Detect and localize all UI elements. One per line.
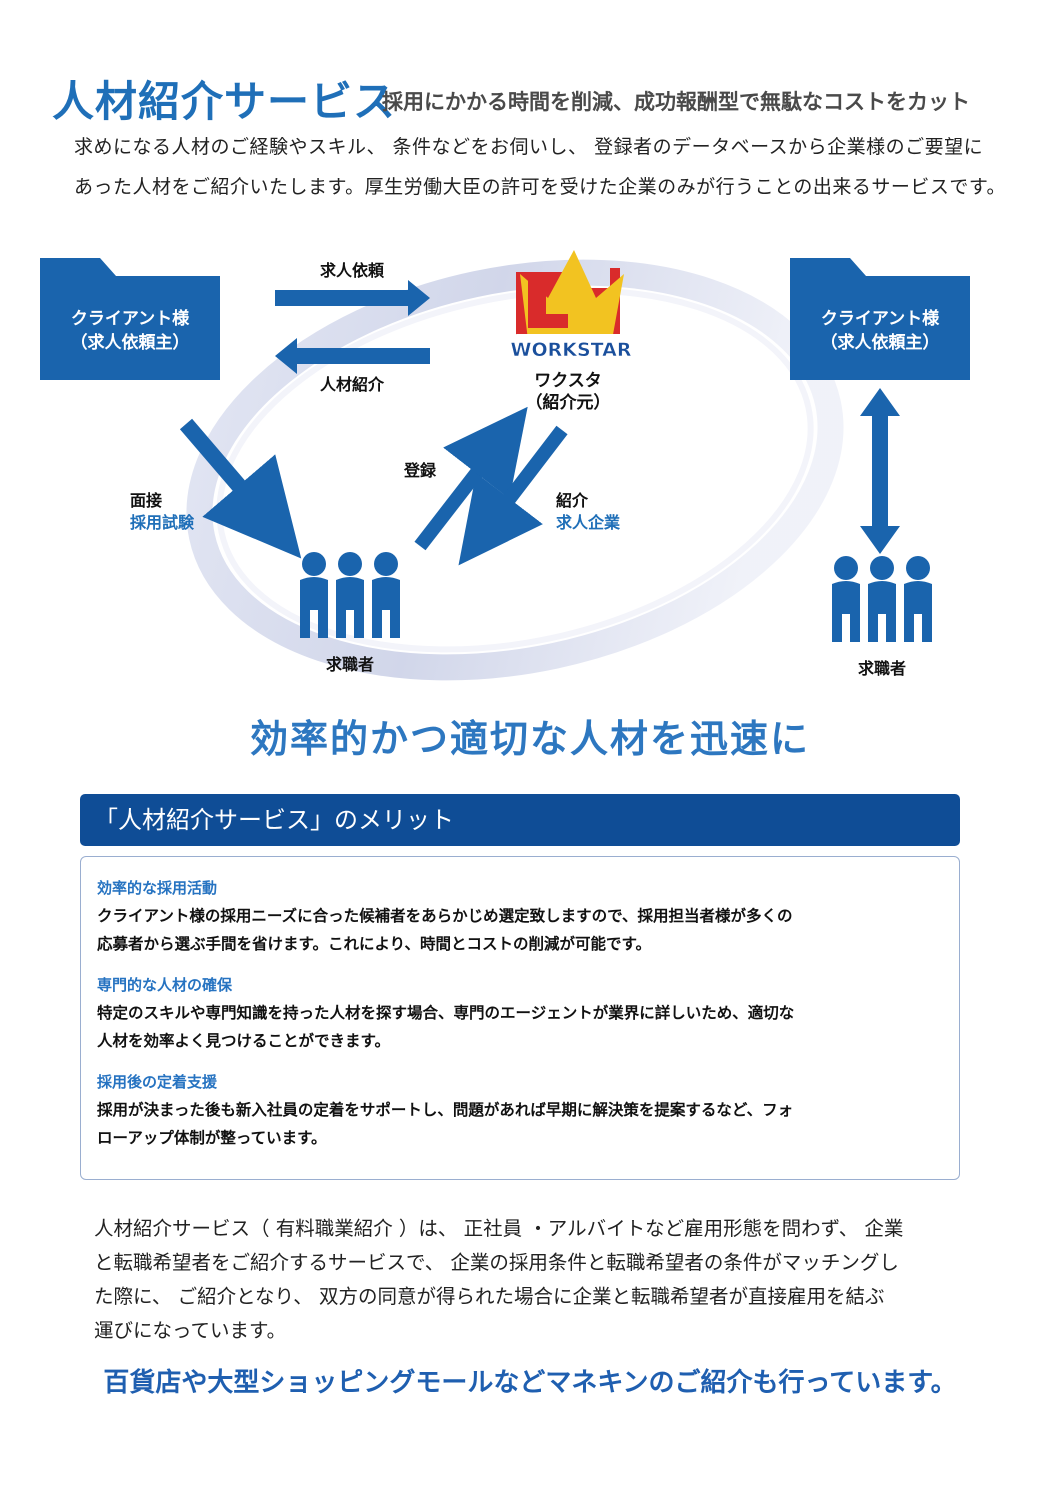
person-icon: [336, 552, 364, 638]
person-icon: [868, 556, 896, 642]
merits-box: 効率的な採用活動 クライアント様の採用ニーズに合った候補者をあらかじめ選定致しま…: [80, 856, 960, 1180]
intro-line-2: あった人材をご紹介いたします。厚生労働大臣の許可を受けた企業のみが行うことの出来…: [74, 176, 1007, 198]
closing-statement: 百貨店や大型ショッピングモールなどマネキンのご紹介も行っています。: [103, 1368, 957, 1398]
client-right-label-2: （求人依頼主）: [821, 332, 940, 353]
client-seeker-double-arrow: [860, 388, 900, 554]
person-icon: [832, 556, 860, 642]
outro-line: た際に、 ご紹介となり、 双方の同意が得られた場合に企業と転職希望者が直接雇用を…: [94, 1285, 885, 1308]
seeker-right-label: 求職者: [858, 659, 906, 678]
merit-body-line: ローアップ体制が整っています。: [97, 1129, 327, 1147]
outro-line: 運びになっています。: [94, 1319, 287, 1342]
introduction-arrow: [458, 425, 568, 566]
merit-body-line: 応募者から選ぶ手間を省けます。これにより、時間とコストの削減が可能です。: [97, 935, 651, 953]
merit-heading: 採用後の定着支援: [97, 1073, 218, 1091]
person-icon: [372, 552, 400, 638]
merit-item: 効率的な採用活動 クライアント様の採用ニーズに合った候補者をあらかじめ選定致しま…: [97, 877, 943, 958]
introduce-arrow: [275, 338, 430, 374]
workstar-logo: WORKSTAR: [510, 250, 632, 361]
introduce-arrow-label: 人材紹介: [320, 375, 385, 394]
client-left-label-1: クライアント様: [71, 308, 190, 329]
merit-heading: 効率的な採用活動: [97, 879, 218, 897]
workstar-label-2: （紹介元）: [526, 392, 611, 413]
merits-header: 「人材紹介サービス」のメリット: [80, 794, 960, 846]
request-arrow-label: 求人依頼: [320, 261, 385, 280]
client-box-right: クライアント様 （求人依頼主）: [790, 258, 970, 380]
interview-label-1: 面接: [130, 491, 162, 510]
page-title: 人材紹介サービス: [52, 77, 397, 126]
merit-item: 専門的な人材の確保 特定のスキルや専門知識を持った人材を探す場合、専門のエージェ…: [97, 974, 943, 1055]
seeker-left-label: 求職者: [326, 655, 374, 674]
intro-line-1: 求めになる人材のご経験やスキル、 条件などをお伺いし、 登録者のデータベースから…: [74, 136, 984, 158]
merit-heading: 専門的な人材の確保: [97, 976, 233, 994]
merit-body-line: クライアント様の採用ニーズに合った候補者をあらかじめ選定致しますので、採用担当者…: [97, 907, 793, 925]
merit-body-line: 採用が決まった後も新入社員の定着をサポートし、問題があれば早期に解決策を提案する…: [97, 1101, 794, 1119]
merit-item: 採用後の定着支援 採用が決まった後も新入社員の定着をサポートし、問題があれば早期…: [97, 1071, 943, 1152]
workstar-logo-text: WORKSTAR: [511, 339, 632, 361]
introduction-label-1: 紹介: [556, 491, 589, 510]
client-left-label-2: （求人依頼主）: [71, 332, 190, 353]
interview-label-2: 採用試験: [130, 513, 195, 532]
page-subtitle: 採用にかかる時間を削減、成功報酬型で無駄なコストをカット: [382, 90, 970, 114]
workstar-label-1: ワクスタ: [534, 371, 602, 391]
seeker-group-right: [832, 556, 932, 642]
outro-line: 人材紹介サービス（ 有料職業紹介 ）は、 正社員 ・アルバイトなど雇用形態を問わ…: [94, 1217, 904, 1240]
client-box-left: クライアント様 （求人依頼主）: [40, 258, 220, 380]
introduction-label-2: 求人企業: [556, 513, 621, 532]
outro-line: と転職希望者をご紹介するサービスで、 企業の採用条件と転職希望者の条件がマッチン…: [94, 1251, 899, 1274]
register-label: 登録: [403, 461, 437, 480]
request-arrow: [275, 280, 430, 316]
merit-body-line: 人材を効率よく見つけることができます。: [97, 1032, 390, 1050]
outro-paragraph: 人材紹介サービス（ 有料職業紹介 ）は、 正社員 ・アルバイトなど雇用形態を問わ…: [94, 1212, 954, 1348]
tagline: 効率的かつ適切な人材を迅速に: [249, 716, 810, 761]
person-icon: [904, 556, 932, 642]
person-icon: [300, 552, 328, 638]
client-right-label-1: クライアント様: [821, 308, 940, 329]
interview-arrow: [179, 418, 302, 559]
background-ring: [186, 259, 844, 681]
flow-diagram: クライアント様 （求人依頼主） クライアント様 （求人依頼主） 求人依頼 人材紹…: [40, 250, 970, 681]
seeker-group-left: [300, 552, 400, 638]
merit-body-line: 特定のスキルや専門知識を持った人材を探す場合、専門のエージェントが業界に詳しいた…: [97, 1004, 795, 1022]
